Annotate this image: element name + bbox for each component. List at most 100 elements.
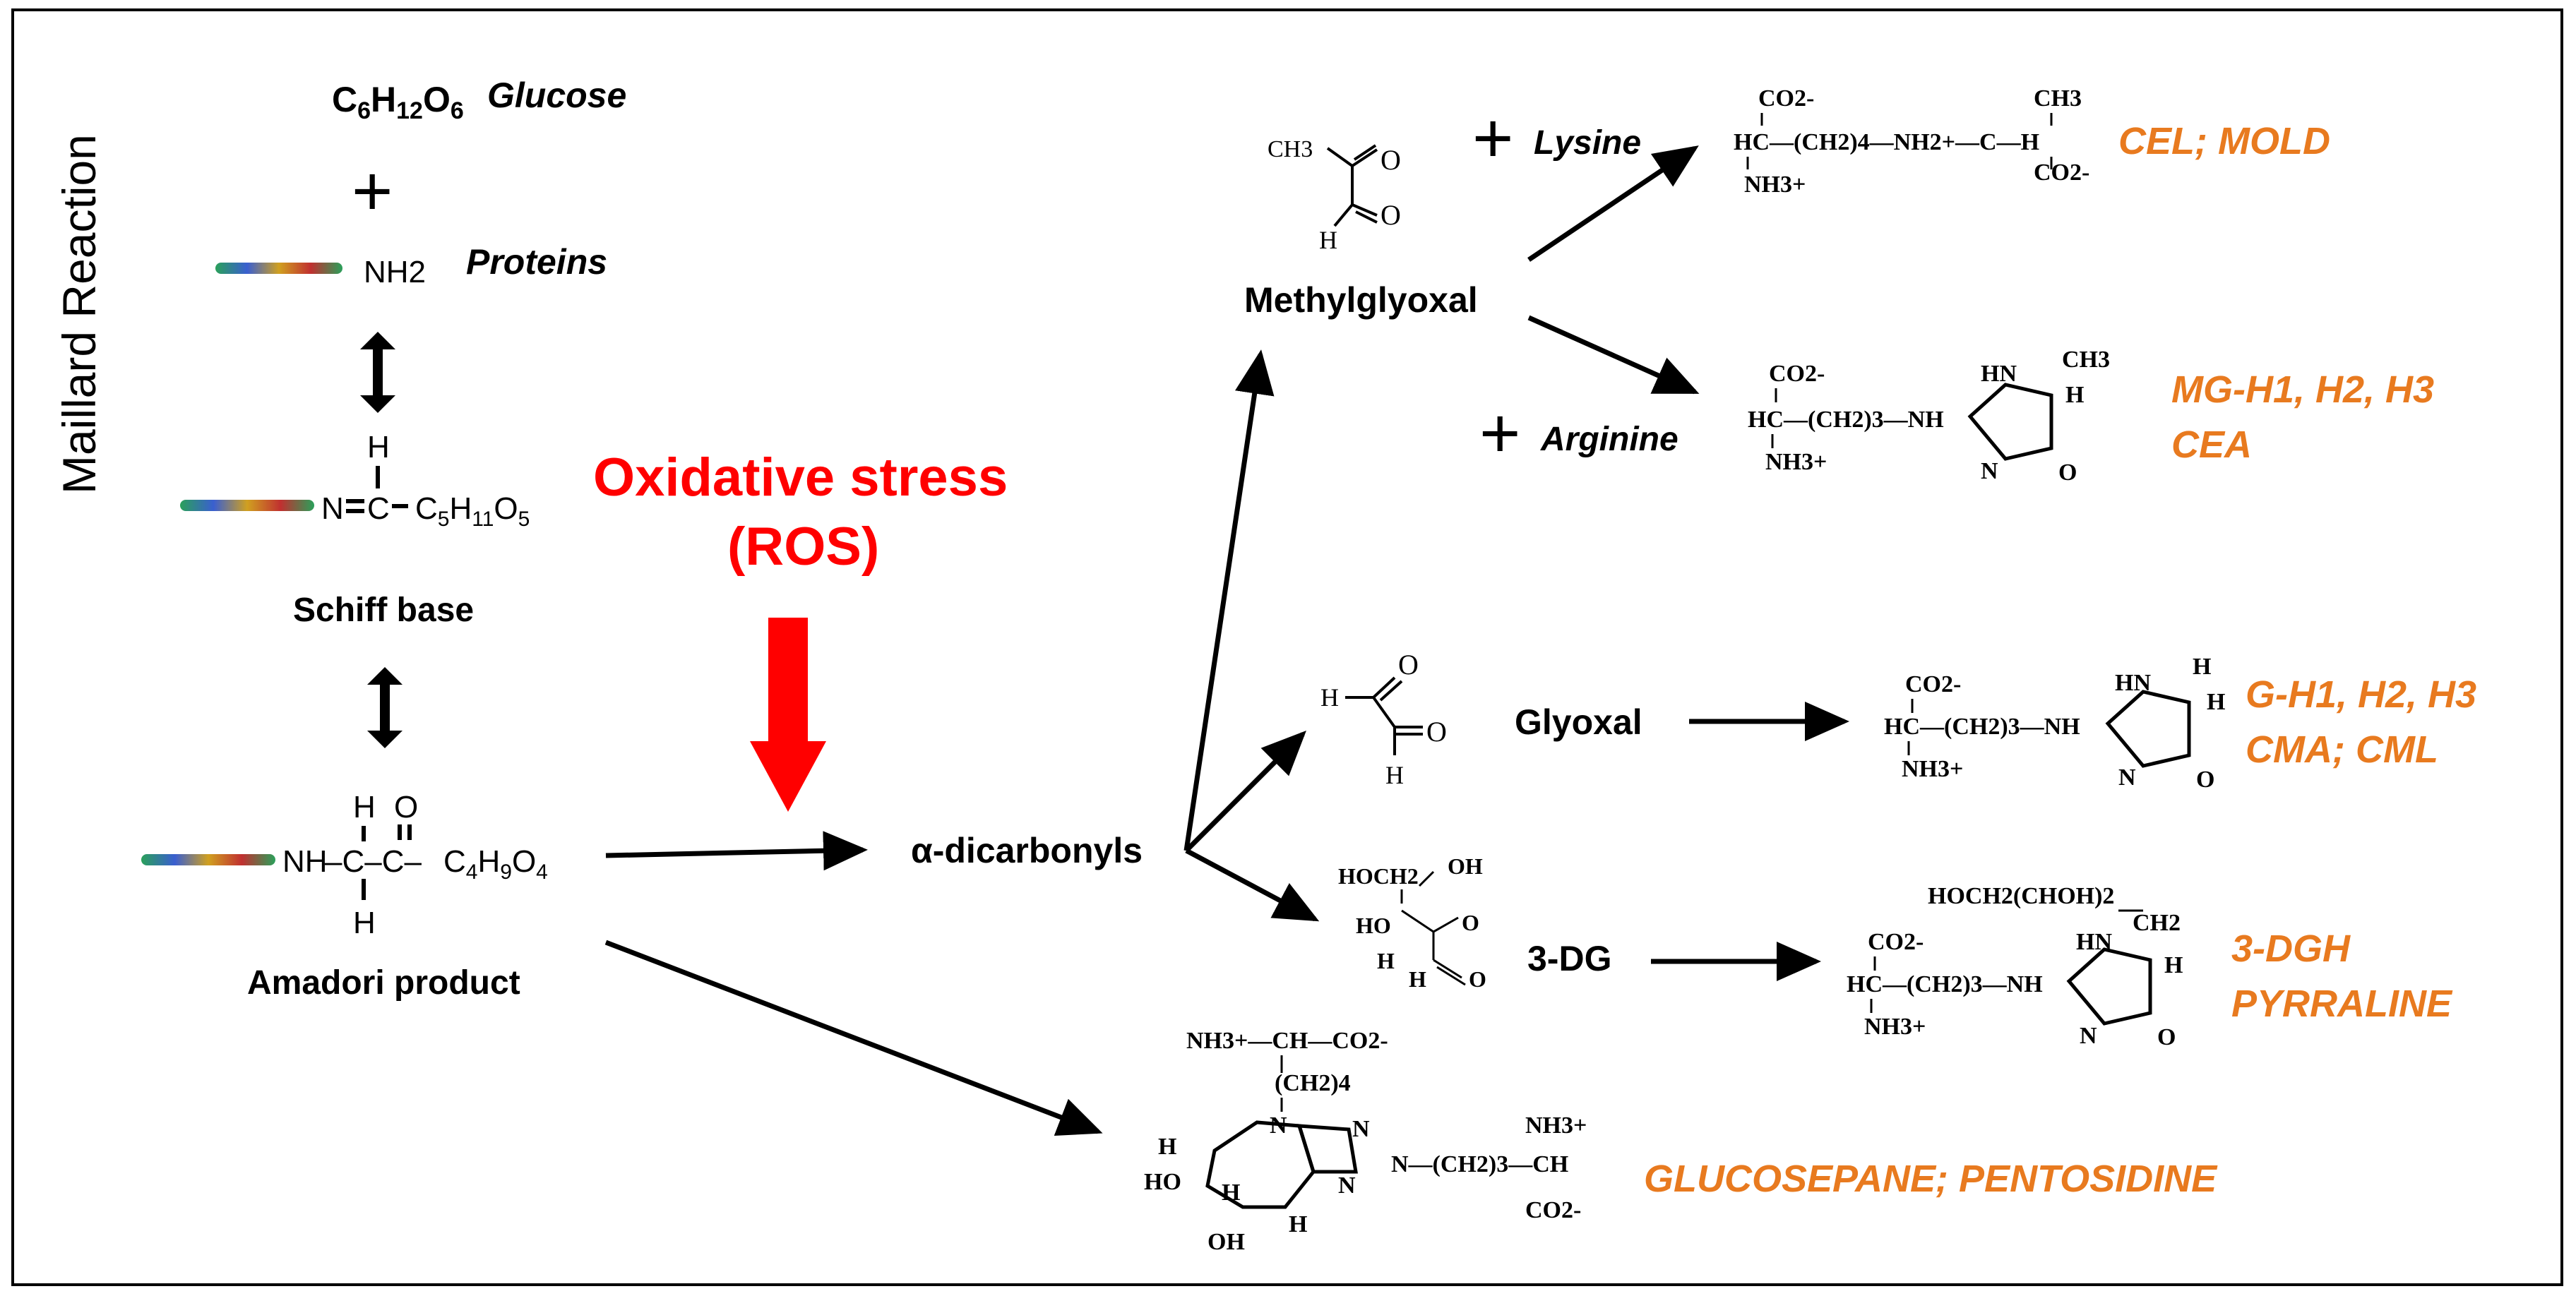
svg-text:HC—(CH2)4—NH2+—C—H: HC—(CH2)4—NH2+—C—H [1734, 129, 2039, 155]
svg-text:N: N [2118, 764, 2136, 791]
svg-text:CH3: CH3 [1268, 136, 1313, 162]
3dgh-structure: HOCH2(CHOH)2 CH2 CO2- HC—(CH2)3—NH NH3+ … [1847, 883, 2183, 1050]
lysine-label: Lysine [1534, 124, 1641, 162]
schiff-c: C [367, 491, 390, 526]
svg-text:H: H [1158, 1134, 1176, 1160]
svg-text:HC—(CH2)3—NH: HC—(CH2)3—NH [1847, 971, 2043, 997]
3dg-structure: HOCH2 OH HO O O H H [1338, 853, 1486, 992]
cel-structure: CO2- CH3 HC—(CH2)4—NH2+—C—H NH3+ CO2- [1734, 85, 2089, 198]
svg-text:CO2-: CO2- [1758, 85, 1814, 112]
svg-text:O: O [1426, 716, 1447, 748]
svg-text:CO2-: CO2- [1769, 361, 1825, 387]
cel-product: CEL; MOLD [2118, 120, 2330, 162]
arrow-amadori-to-dicarbonyls [605, 831, 868, 871]
svg-text:O: O [1381, 144, 1401, 176]
frame-border [11, 8, 2563, 1286]
protein-chain-icon [215, 263, 342, 274]
plus-lysine: + [1472, 99, 1513, 178]
svg-text:O: O [1381, 199, 1401, 231]
amadori-h-bottom: H [353, 906, 376, 940]
proteins-label: Proteins [466, 242, 607, 282]
svg-text:O: O [1462, 910, 1479, 935]
gh-structure: CO2- HC—(CH2)3—NH NH3+ HN N O H H [1884, 654, 2225, 793]
protein-chain-icon [141, 854, 275, 865]
svg-text:O: O [2157, 1024, 2176, 1050]
svg-text:H: H [2065, 382, 2084, 408]
amadori-h-top: H [353, 790, 376, 824]
svg-text:H: H [1319, 226, 1337, 254]
svg-text:NH3+: NH3+ [1902, 756, 1963, 782]
arrow-to-methylglyoxal [1183, 349, 1275, 851]
stress-line2: (ROS) [727, 517, 879, 577]
dicarbonyls-label: α-dicarbonyls [911, 831, 1143, 870]
arrow-amadori-to-glucosepane [604, 940, 1103, 1136]
svg-text:CH3: CH3 [2062, 347, 2110, 373]
svg-text:HN: HN [2115, 670, 2151, 696]
plus-arginine: + [1479, 394, 1520, 473]
svg-text:CO2-: CO2- [2034, 160, 2089, 186]
schiff-chain: C5H11O5 [415, 491, 530, 531]
amadori-nh: NH [282, 844, 328, 879]
arrow-to-mgh [1527, 315, 1700, 395]
arrow-to-cel [1527, 145, 1699, 262]
plus-sign: + [352, 152, 393, 231]
svg-text:CH2: CH2 [2133, 910, 2181, 936]
amadori-o: O [394, 790, 418, 824]
svg-text:NH3+: NH3+ [1864, 1014, 1926, 1040]
amadori-label: Amadori product [247, 964, 520, 1002]
svg-text:H: H [2193, 654, 2211, 680]
nh2-label: NH2 [364, 255, 426, 289]
svg-text:N: N [1981, 458, 1998, 484]
arginine-label: Arginine [1540, 421, 1678, 458]
svg-text:H: H [2207, 689, 2225, 715]
3dgh-product-line1: 3-DGH [2231, 928, 2351, 970]
svg-text:O: O [2058, 460, 2077, 486]
glucose-label: Glucose [487, 76, 626, 115]
amadori-chain: C4H9O4 [443, 844, 548, 884]
methylglyoxal-label: Methylglyoxal [1244, 280, 1478, 320]
double-arrow-2 [367, 667, 402, 748]
svg-text:OH: OH [1448, 853, 1483, 879]
3dgh-product-line2: PYRRALINE [2231, 983, 2453, 1025]
svg-text:H: H [1409, 966, 1426, 992]
svg-text:HO: HO [1356, 913, 1391, 938]
svg-text:O: O [1469, 966, 1486, 992]
svg-text:HOCH2: HOCH2 [1338, 863, 1419, 889]
svg-text:O: O [1398, 649, 1419, 680]
mgh-product-line1: MG-H1, H2, H3 [2171, 368, 2434, 411]
protein-chain-icon [180, 500, 314, 511]
svg-text:H: H [1377, 948, 1395, 973]
arrow-to-glyoxal [1184, 731, 1306, 853]
svg-text:N—(CH2)3—CH: N—(CH2)3—CH [1391, 1151, 1568, 1177]
svg-text:H: H [1222, 1180, 1240, 1206]
svg-text:H: H [1289, 1211, 1307, 1237]
svg-text:NH3+: NH3+ [1744, 172, 1806, 198]
svg-text:N: N [1352, 1116, 1370, 1142]
svg-text:CH3: CH3 [2034, 85, 2082, 112]
svg-text:NH3+—CH—CO2-: NH3+—CH—CO2- [1186, 1028, 1388, 1054]
methylglyoxal-structure: CH3 O O H [1268, 136, 1401, 254]
svg-text:HN: HN [2076, 929, 2112, 955]
svg-text:N: N [1338, 1172, 1356, 1199]
stress-arrow [750, 618, 826, 812]
svg-text:N: N [2080, 1023, 2097, 1049]
mgh-structure: CO2- HC—(CH2)3—NH NH3+ HN N O CH3 H [1748, 347, 2110, 486]
svg-text:H: H [2164, 952, 2183, 978]
svg-text:HOCH2(CHOH)2: HOCH2(CHOH)2 [1928, 883, 2114, 909]
glucose-formula: C6H12O6 [332, 80, 464, 124]
mgh-product-line2: CEA [2171, 424, 2252, 466]
svg-text:HN: HN [1981, 361, 2017, 387]
svg-text:CO2-: CO2- [1868, 929, 1924, 955]
svg-text:(CH2)4: (CH2)4 [1275, 1070, 1351, 1096]
svg-text:H: H [1320, 683, 1339, 712]
glucosepane-structure: NH3+—CH—CO2- (CH2)4 N N N N—(CH2)3—CH NH… [1144, 1028, 1587, 1255]
amadori-backbone: –C–C– [325, 844, 422, 879]
glyoxal-label: Glyoxal [1515, 702, 1642, 742]
arrow-to-3dg [1185, 848, 1320, 922]
glyoxal-structure: H O O H [1320, 649, 1447, 789]
svg-text:HC—(CH2)3—NH: HC—(CH2)3—NH [1884, 714, 2080, 740]
gh-product-line2: CMA; CML [2246, 728, 2438, 771]
svg-text:HO: HO [1144, 1169, 1181, 1195]
